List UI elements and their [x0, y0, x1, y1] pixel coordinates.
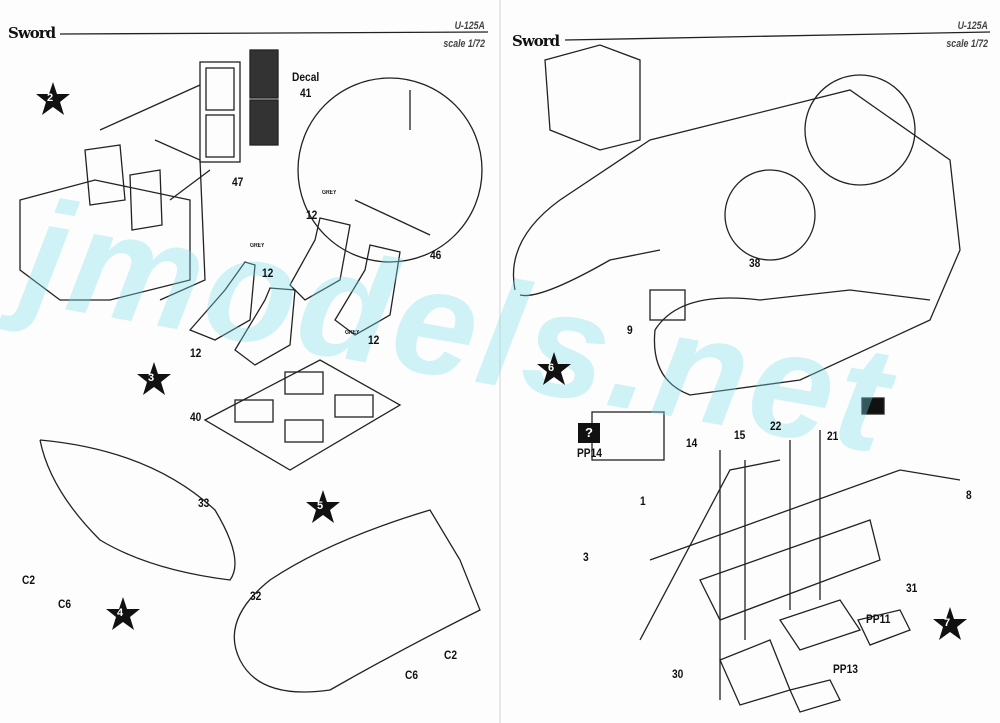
step-7-star-icon: 7 [933, 607, 967, 641]
part-label: 12 [306, 208, 318, 222]
part-label: 47 [232, 175, 244, 189]
sword-logo: Sword [512, 32, 560, 50]
part-label: C6 [405, 668, 419, 682]
part-label: 38 [749, 256, 761, 270]
part-label: 12 [368, 333, 380, 347]
bulkhead-46 [297, 77, 483, 263]
scale-label: scale 1/72 [443, 38, 485, 50]
part-label: 12 [190, 346, 202, 360]
step-2-star-icon: 2 [36, 82, 70, 116]
decal-label: Decal [292, 70, 320, 84]
step-5-star-icon: 5 [306, 490, 340, 524]
part-label: 30 [672, 667, 684, 681]
part-label: 15 [734, 428, 746, 442]
part-label: C2 [22, 573, 36, 587]
step-4-star-icon: 4 [106, 597, 140, 631]
part-label: 1 [640, 494, 646, 508]
sword-logo: Sword [8, 24, 56, 42]
step-6-star-icon: 6 [537, 352, 571, 386]
nose-section-33 [39, 439, 236, 581]
part-label: 14 [686, 436, 698, 450]
part-label: PP13 [833, 662, 858, 676]
part-label: 31 [906, 581, 918, 595]
part-label: 40 [190, 410, 202, 424]
seats-and-floor [188, 217, 402, 471]
part-label: 41 [300, 86, 312, 100]
color-note: GREY [322, 190, 337, 196]
model-name: U-125A [454, 20, 485, 32]
scale-label: scale 1/72 [946, 38, 988, 50]
part-label: 3 [583, 550, 589, 564]
part-label: 9 [627, 323, 633, 337]
cockpit-assembly [19, 49, 279, 301]
model-name: U-125A [957, 20, 988, 32]
landing-gear-assembly [591, 397, 961, 713]
part-label: 22 [770, 419, 782, 433]
part-label: 46 [430, 248, 442, 262]
part-label: C2 [444, 648, 458, 662]
color-note: GREY [345, 330, 360, 336]
header-rule-left [59, 31, 489, 35]
question-mark-box: ? [578, 423, 600, 443]
color-note: GREY [250, 243, 265, 249]
part-label: C6 [58, 597, 72, 611]
part-label: 12 [262, 266, 274, 280]
fuselage-section-32 [233, 509, 481, 693]
part-label: PP11 [866, 612, 891, 626]
part-label: 21 [827, 429, 839, 443]
part-label: PP14 [577, 446, 602, 460]
part-label: 33 [198, 496, 210, 510]
header-rule-right [564, 31, 991, 41]
part-label: 32 [250, 589, 262, 603]
step-3-star-icon: 3 [137, 362, 171, 396]
fuselage-assembly [512, 44, 961, 396]
part-label: 8 [966, 488, 972, 502]
